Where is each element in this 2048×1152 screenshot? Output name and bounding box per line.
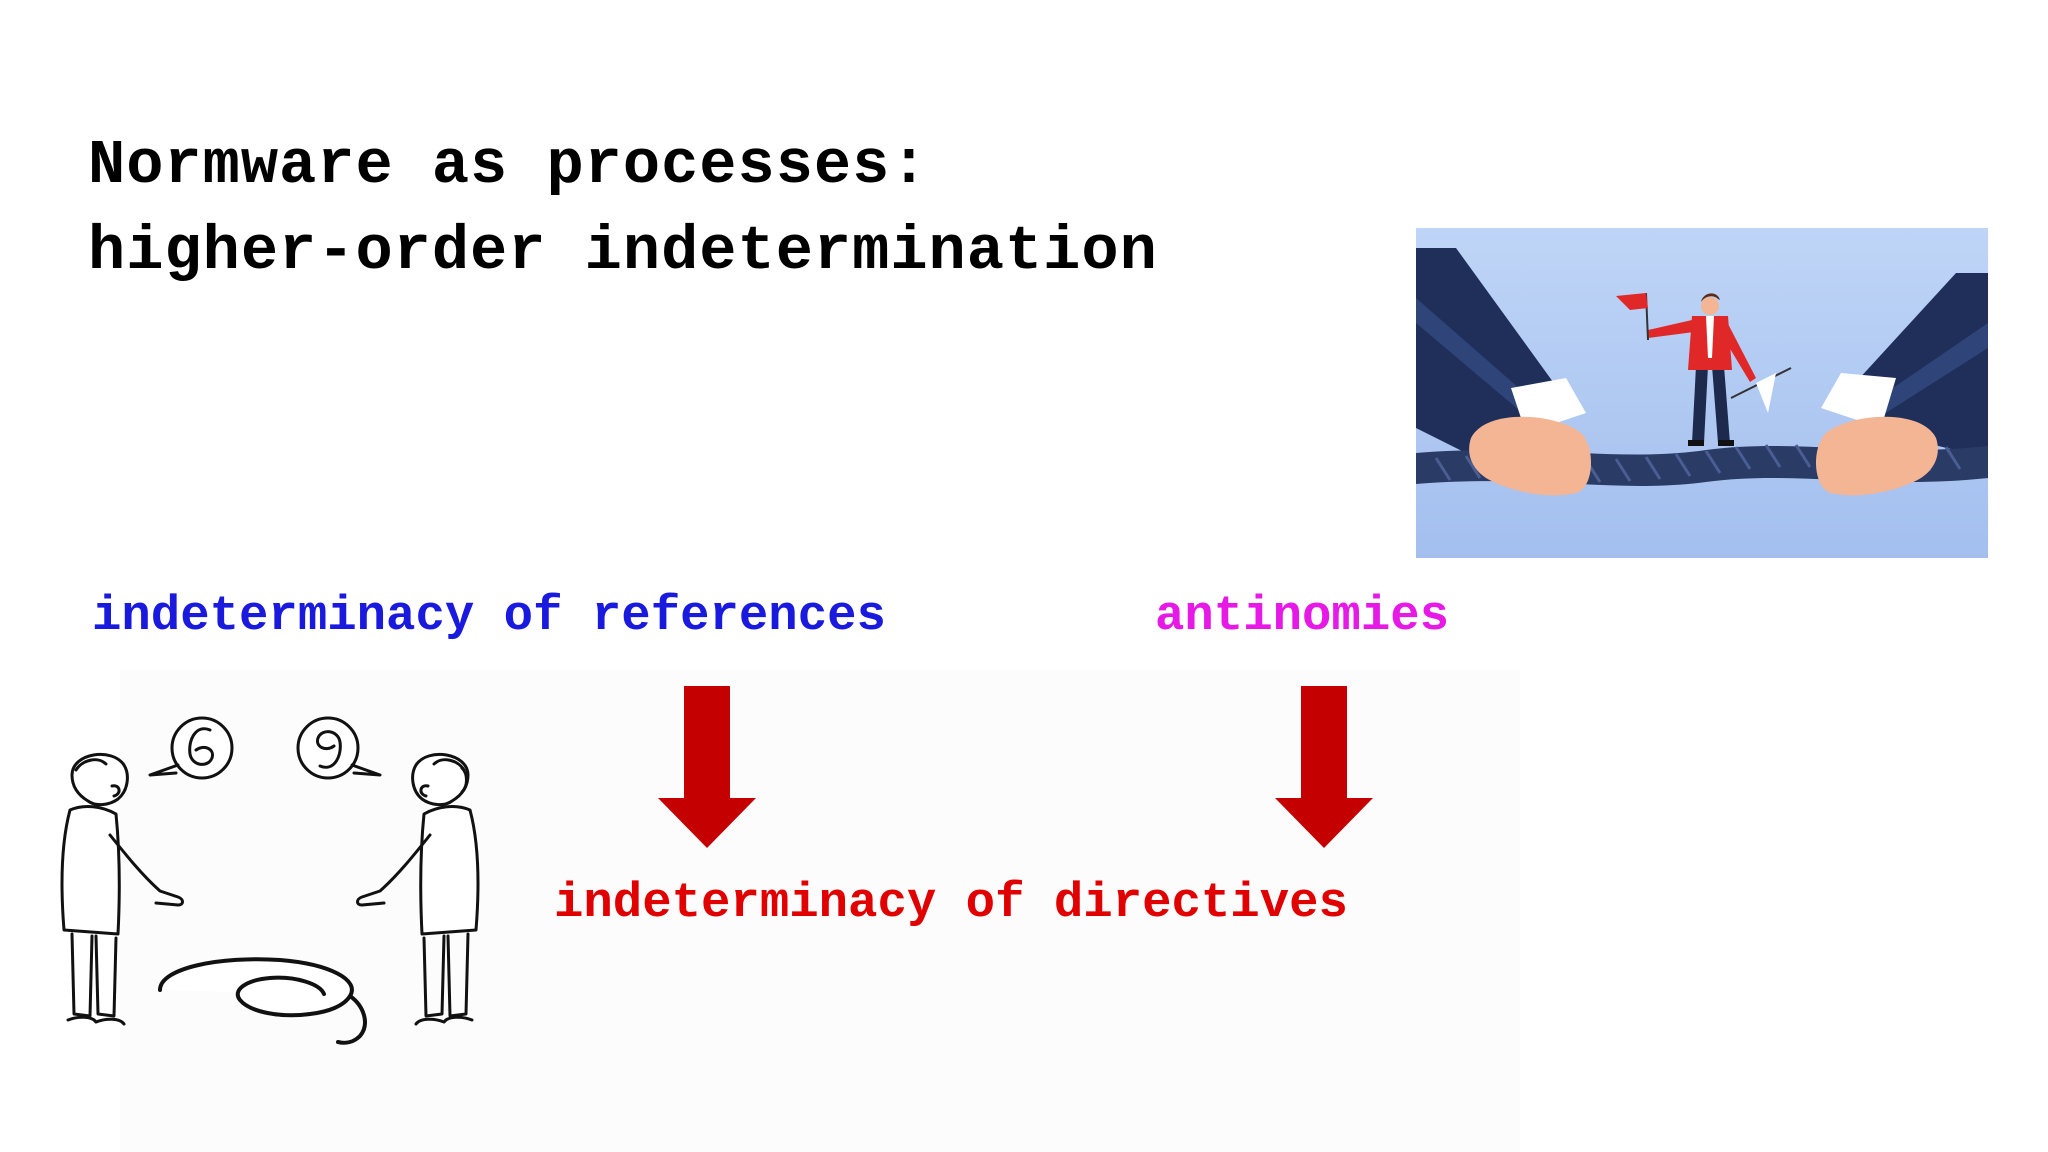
- down-arrow-left: [658, 686, 756, 848]
- six-or-nine-cartoon: [60, 716, 480, 1045]
- tug-of-war-image: [1416, 228, 1988, 558]
- slide-title-line-1: Normware as processes:: [88, 130, 929, 201]
- label-indeterminacy-of-references: indeterminacy of references: [92, 588, 886, 644]
- label-antinomies: antinomies: [1155, 588, 1450, 644]
- slide-title-line-2: higher-order indetermination: [88, 216, 1158, 287]
- label-indeterminacy-of-directives: indeterminacy of directives: [554, 875, 1348, 931]
- down-arrow-right: [1275, 686, 1373, 848]
